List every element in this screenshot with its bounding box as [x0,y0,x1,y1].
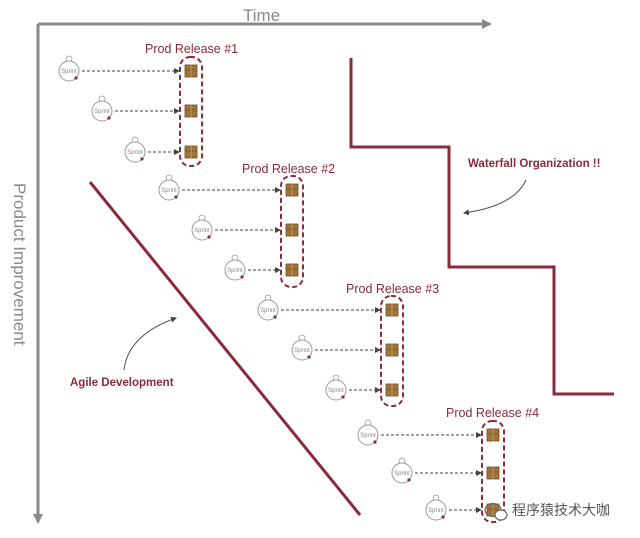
stopwatch-icon [325,379,347,401]
release-label: Prod Release #2 [242,162,335,176]
sprint-marker [341,395,345,399]
package-box-icon [385,383,399,397]
agile-line [88,181,362,516]
time-axis-label: Time [243,6,280,25]
sprint-label: Sprint [360,433,376,439]
waterfall-annotation-arrow [463,179,527,216]
stopwatch-icon [58,60,80,82]
sprint-marker [140,157,144,161]
stopwatch-icon [291,339,313,361]
release-label: Prod Release #3 [346,282,439,296]
release-bundle-outline [179,56,203,167]
stopwatch-icon [425,499,447,521]
stopwatch-icon [257,299,279,321]
sprint-marker [207,235,211,239]
sprint-label: Sprint [194,228,210,234]
watermark-text: 程序猿技术大咖 [512,503,610,519]
sprint-label: Sprint [394,471,410,477]
release-label: Prod Release #4 [446,406,539,420]
sprint-marker [307,355,311,359]
sprint-label: Sprint [328,388,344,394]
sprint-marker [441,515,445,519]
package-box-icon [184,104,198,118]
sprint-label: Sprint [161,188,177,194]
sprint-node: Sprint [291,334,313,361]
stopwatch-icon [224,259,246,281]
sprint-node: Sprint [425,494,447,521]
improvement-axis-label: Product Improvement [10,183,29,346]
package-box-icon [486,466,500,480]
sprint-marker [373,440,377,444]
sprint-marker [273,315,277,319]
package-box-icon [184,64,198,78]
stopwatch-icon [391,462,413,484]
package-box-icon [285,223,299,237]
sprint-marker [240,275,244,279]
sprint-node: Sprint [91,95,113,122]
release-bundle-outline [380,295,404,407]
stopwatch-icon [158,179,180,201]
sprint-label: Sprint [61,69,77,75]
sprint-marker [74,76,78,80]
sprint-label: Sprint [94,109,110,115]
release-bundle-outline [481,420,505,523]
watermark: 程序猿技术大咖 [484,502,610,521]
package-box-icon [385,343,399,357]
sprint-node: Sprint [325,374,347,401]
sprint-node: Sprint [58,55,80,82]
stopwatch-icon [357,424,379,446]
sprint-label: Sprint [294,348,310,354]
wechat-icon [484,502,508,521]
agile-annotation: Agile Development [70,377,174,389]
stopwatch-icon [191,219,213,241]
stopwatch-icon [124,141,146,163]
package-box-icon [184,145,198,159]
release-label: Prod Release #1 [145,42,238,56]
sprint-node: Sprint [191,214,213,241]
sprint-label: Sprint [428,508,444,514]
sprint-marker [407,478,411,482]
sprint-node: Sprint [224,254,246,281]
sprint-node: Sprint [158,174,180,201]
sprint-node: Sprint [391,457,413,484]
agile-annotation-arrow [123,316,177,371]
package-box-icon [285,183,299,197]
waterfall-annotation: Waterfall Organization !! [468,158,600,170]
sprint-node: Sprint [357,419,379,446]
sprint-label: Sprint [260,308,276,314]
sprint-node: Sprint [124,136,146,163]
package-box-icon [486,428,500,442]
sprint-label: Sprint [227,268,243,274]
sprint-label: Sprint [127,150,143,156]
sprint-node: Sprint [257,294,279,321]
sprint-marker [174,195,178,199]
stopwatch-icon [91,100,113,122]
package-box-icon [285,263,299,277]
waterfall-staircase [349,58,614,396]
release-bundle-outline [280,175,304,288]
package-box-icon [385,303,399,317]
sprint-marker [107,116,111,120]
